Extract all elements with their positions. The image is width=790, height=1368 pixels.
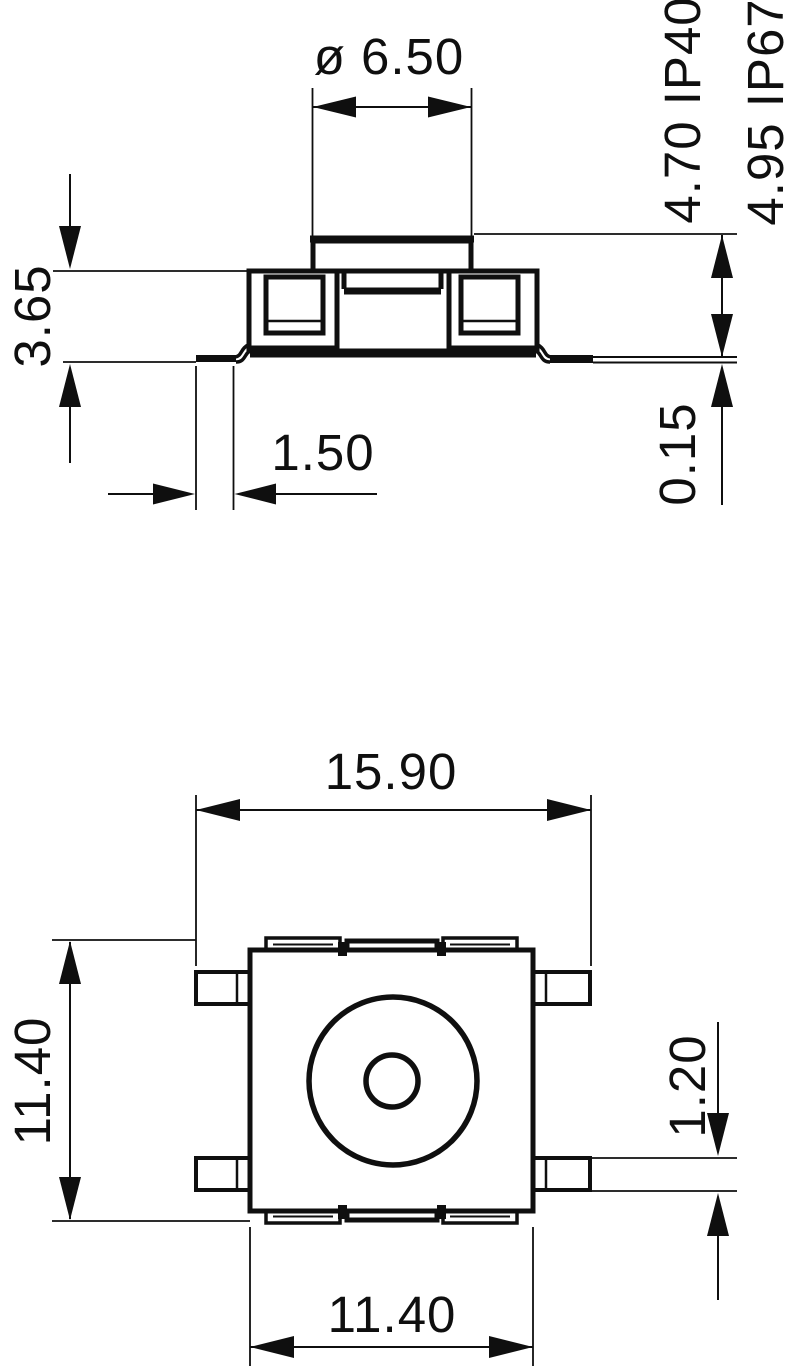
- left-lead-bend-inner: [235, 347, 253, 364]
- dim-label-lead-width: 1.20: [659, 1034, 716, 1137]
- arrowhead-up-icon: [59, 364, 81, 407]
- dim-body-height: 3.65: [4, 174, 247, 463]
- arrowhead-left-icon: [250, 1336, 294, 1358]
- arrowhead-left-icon: [234, 483, 276, 505]
- switch-body: [246, 268, 540, 358]
- dim-lead-foot-length: 1.50: [108, 366, 377, 510]
- arrowhead-right-icon: [489, 1336, 533, 1358]
- right-lead-foot: [550, 355, 593, 363]
- dim-actuator-diameter: ø 6.50: [311, 28, 473, 236]
- right-pocket: [446, 271, 537, 351]
- body-outline: [247, 947, 536, 1214]
- lead-upper-right: [531, 970, 592, 1006]
- lead-lower-right: [531, 1156, 592, 1192]
- dim-overall-height: 4.70 IP40 4.95 IP67: [474, 0, 790, 357]
- dim-body-height-vertical: 11.40: [4, 939, 250, 1222]
- left-lead-bend-outer: [233, 343, 249, 359]
- body-outline: [246, 268, 540, 354]
- leads: [194, 970, 592, 1192]
- actuator-circle-outer: [306, 994, 480, 1168]
- dim-label-diameter: ø 6.50: [314, 28, 465, 85]
- dim-label-overall-width: 15.90: [325, 743, 458, 800]
- lead-upper-left: [194, 970, 252, 1006]
- right-lead-bend-outer: [537, 343, 553, 359]
- cover-plates: [338, 938, 446, 1223]
- dim-label-lead-thickness: 0.15: [649, 402, 706, 505]
- arrowhead-up-icon: [707, 1193, 729, 1236]
- dim-lead-thickness: 0.15: [649, 364, 733, 506]
- top-view: 15.90 11.40 1.20 11.40: [4, 743, 737, 1366]
- actuator-circle-inner: [363, 1052, 421, 1110]
- arrowhead-left-icon: [313, 96, 356, 118]
- arrowhead-left-icon: [196, 799, 240, 821]
- arrowhead-right-icon: [428, 96, 471, 118]
- arrowhead-right-icon: [153, 483, 195, 505]
- plate-top-nub-right: [437, 942, 446, 956]
- left-lead-foot: [196, 355, 236, 362]
- plunger-outline: [310, 238, 474, 271]
- arrowhead-up-icon: [711, 235, 733, 278]
- arrowhead-down-icon: [707, 1113, 729, 1156]
- plate-top-nub-left: [338, 942, 347, 956]
- dim-overall-width: 15.90: [195, 743, 592, 966]
- left-pocket-inner: [263, 274, 326, 336]
- left-lead: [196, 343, 253, 364]
- dim-label-height-ip67: 4.95 IP67: [737, 0, 790, 226]
- left-pocket: [249, 271, 340, 351]
- arrowhead-up-icon: [59, 941, 81, 984]
- arrowhead-down-icon: [59, 1177, 81, 1220]
- dim-lead-width: 1.20: [592, 1022, 737, 1300]
- side-view: ø 6.50 4.70 IP40 4.95 IP67 3.65: [4, 0, 790, 510]
- right-lead: [533, 343, 737, 364]
- arrowhead-down-icon: [59, 226, 81, 269]
- lead-lower-left: [194, 1156, 252, 1192]
- dim-label-body-height: 3.65: [4, 264, 61, 367]
- plate-bottom-nub-left: [338, 1205, 347, 1219]
- right-pocket-inner: [458, 274, 521, 336]
- right-lead-bend-inner: [533, 347, 551, 364]
- arrowhead-right-icon: [547, 799, 591, 821]
- dim-label-lead-foot: 1.50: [271, 424, 374, 481]
- dim-body-width: 11.40: [249, 1227, 534, 1366]
- dim-label-body-height: 11.40: [4, 1017, 61, 1146]
- center-channel-walls: [341, 271, 444, 289]
- dim-label-height-ip40: 4.70 IP40: [654, 0, 711, 224]
- dim-label-body-width: 11.40: [328, 1286, 457, 1343]
- actuator-plunger: [310, 235, 474, 271]
- plate-bottom-nub-right: [437, 1205, 446, 1219]
- arrowhead-down-icon: [711, 314, 733, 357]
- arrowhead-up-icon: [711, 364, 733, 407]
